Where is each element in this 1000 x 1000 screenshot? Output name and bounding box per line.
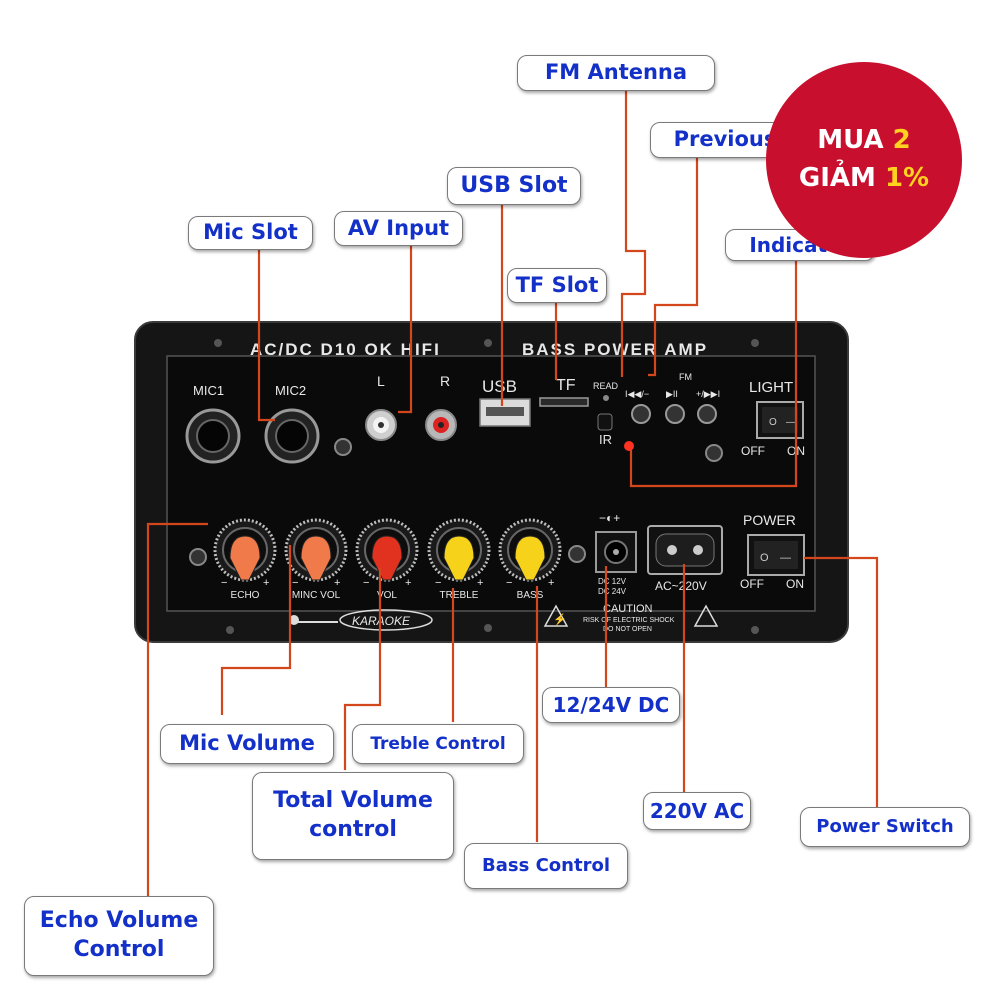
panel-screw — [568, 545, 586, 563]
av-l-label: L — [377, 373, 385, 389]
knob-label: VOL — [377, 590, 397, 601]
knob-label: BASS — [517, 590, 544, 601]
caution-sub1: RISK OF ELECTRIC SHOCK — [583, 617, 675, 624]
svg-text:O: O — [760, 552, 769, 564]
light-on-label: ON — [787, 444, 805, 458]
knob-minc-vol[interactable] — [284, 518, 348, 582]
read-label: READ — [593, 381, 619, 391]
indicator-led — [624, 441, 634, 451]
promo-line-2: GIẢM 1% — [798, 163, 930, 193]
callout-dc-input: 12/24V DC — [542, 687, 680, 723]
tf-slot[interactable] — [539, 397, 589, 407]
callout-mic-slot: Mic Slot — [188, 216, 313, 250]
knob-bass[interactable] — [498, 518, 562, 582]
prev-button[interactable] — [631, 404, 651, 424]
tf-label: TF — [556, 377, 576, 394]
ir-receiver — [597, 413, 613, 431]
light-off-label: OFF — [741, 444, 765, 458]
callout-fm-antenna: FM Antenna — [517, 55, 715, 91]
callout-mic-volume: Mic Volume — [160, 724, 334, 764]
svg-text:—: — — [786, 417, 796, 428]
power-switch[interactable]: O— — [747, 534, 805, 576]
read-led — [603, 395, 609, 401]
mic2-label: MIC2 — [275, 383, 306, 398]
callout-av-input: AV Input — [334, 211, 463, 246]
board-title-right: BASS POWER AMP — [522, 340, 708, 359]
mic1-jack[interactable] — [185, 408, 241, 464]
knob-minus-label: − — [292, 577, 298, 589]
usb-label: USB — [482, 377, 517, 396]
power-off-label: OFF — [740, 577, 764, 591]
knob-echo[interactable] — [213, 518, 277, 582]
dc-label-1: DC 12V — [598, 577, 627, 586]
av-right-rca[interactable] — [425, 409, 457, 441]
callout-treble-control: Treble Control — [352, 724, 524, 764]
knob-minus-label: − — [221, 577, 227, 589]
callout-power-switch: Power Switch — [800, 807, 970, 847]
promo-line-1: MUA 2 — [817, 125, 911, 156]
caution-sub2: DO NOT OPEN — [603, 626, 652, 633]
knob-plus-label: + — [548, 577, 554, 589]
knob-minus-label: − — [506, 577, 512, 589]
panel-screw — [334, 438, 352, 456]
board-title-left: AC/DC D10 OK HIFI — [250, 340, 441, 359]
knob-minus-label: − — [435, 577, 441, 589]
caution-title: CAUTION — [603, 603, 653, 615]
btn-prev-label: I◀◀/− — [625, 389, 649, 399]
panel-screw — [189, 548, 207, 566]
svg-text:—: — — [780, 552, 791, 564]
dc-symbol: −◐+ — [599, 511, 620, 525]
callout-tf-slot: TF Slot — [507, 268, 607, 303]
power-on-label: ON — [786, 577, 804, 591]
av-r-label: R — [440, 373, 450, 389]
knob-plus-label: + — [477, 577, 483, 589]
light-label: LIGHT — [749, 379, 793, 396]
power-label: POWER — [743, 512, 796, 528]
caution-icon — [693, 604, 719, 627]
btn-next-label: +/▶▶I — [696, 389, 720, 399]
fm-label: FM — [679, 372, 692, 382]
karaoke-label: KARAOKE — [352, 614, 411, 628]
av-left-rca[interactable] — [365, 409, 397, 441]
btn-play-label: ▶II — [666, 389, 678, 399]
knob-vol[interactable] — [355, 518, 419, 582]
callout-ac-input: 220V AC — [643, 792, 751, 830]
callout-bass-control: Bass Control — [464, 843, 628, 889]
light-switch[interactable]: O— — [756, 401, 804, 439]
panel-screw — [705, 444, 723, 462]
next-button[interactable] — [697, 404, 717, 424]
ac-label: AC~220V — [655, 579, 707, 593]
callout-usb-slot: USB Slot — [447, 167, 581, 205]
mic1-label: MIC1 — [193, 383, 224, 398]
knob-label: MINC VOL — [292, 590, 341, 601]
dc-label-2: DC 24V — [598, 587, 627, 596]
knob-treble[interactable] — [427, 518, 491, 582]
knob-label: TREBLE — [440, 590, 479, 601]
dc-jack[interactable] — [595, 531, 637, 573]
promo-badge: MUA 2 GIẢM 1% — [766, 62, 962, 258]
ir-label: IR — [599, 432, 612, 447]
svg-text:O: O — [769, 417, 777, 428]
knob-minus-label: − — [363, 577, 369, 589]
knob-plus-label: + — [334, 577, 340, 589]
play-button[interactable] — [665, 404, 685, 424]
caution-icon — [543, 604, 569, 627]
knob-label: ECHO — [231, 590, 260, 601]
knob-plus-label: + — [263, 577, 269, 589]
svg-text:⚡: ⚡ — [553, 613, 567, 626]
mic2-jack[interactable] — [264, 408, 320, 464]
ac-inlet[interactable] — [647, 525, 723, 575]
knob-plus-label: + — [405, 577, 411, 589]
